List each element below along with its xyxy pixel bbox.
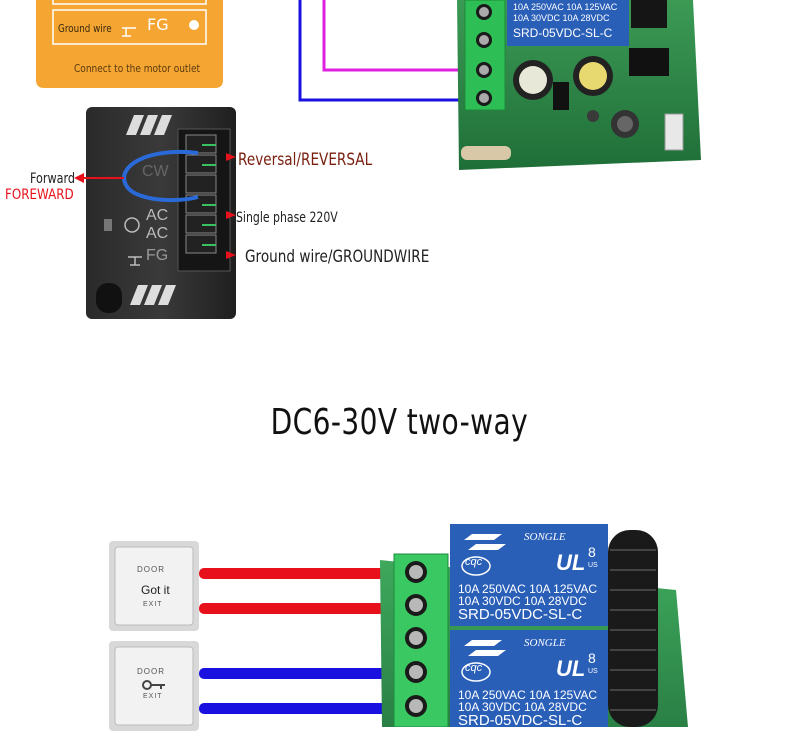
model-2: SRD-05VDC-SL-C (458, 712, 583, 729)
ac-label-2: AC (146, 225, 169, 242)
relay-board-bottom: SONGLE cqc UL 8 US 10A 250VAC 10A 125VAC… (376, 520, 696, 729)
rating-2b: 10A 30VDC 10A 28VDC (458, 700, 587, 714)
door-exit-button-2: DOOR EXIT (109, 641, 199, 731)
ul-label-1: UL (556, 550, 586, 575)
blue-wire (298, 0, 482, 102)
rating-1a: 10A 250VAC 10A 125VAC (458, 582, 597, 596)
forward-label: Forward (30, 171, 76, 187)
relay-board-top: 10A 250VAC 10A 125VAC 10A 30VDC 10A 28VD… (453, 0, 713, 178)
exit-label-1: EXIT (143, 601, 163, 608)
door-exit-button-1: DOOR Got it EXIT (109, 541, 199, 631)
cqc-label-1: cqc (465, 556, 483, 568)
fg-label: FG (147, 15, 169, 34)
ul-label-2: UL (556, 656, 586, 681)
single-phase-label: Single phase 220V (236, 210, 338, 226)
cqc-label-2: cqc (465, 662, 483, 674)
door-label-2: DOOR (137, 667, 165, 676)
us-label-2: US (588, 668, 598, 675)
ground-wire-label: Ground wire (58, 22, 112, 35)
eight-label-1: 8 (588, 544, 596, 560)
relay-rating-2: 10A 30VDC 10A 28VDC (513, 13, 610, 23)
door-label-1: DOOR (137, 565, 165, 574)
key-icon (142, 680, 165, 690)
magenta-wire (322, 0, 482, 72)
foreward-label: FOREWARD (5, 187, 74, 203)
reversal-label: Reversal/REVERSAL (238, 150, 373, 170)
rating-1b: 10A 30VDC 10A 28VDC (458, 594, 587, 608)
got-it-label: Got it (141, 583, 170, 597)
relay-model: SRD-05VDC-SL-C (513, 26, 613, 40)
motor-module: CW AC AC FG (86, 107, 236, 319)
songle-label-2: SONGLE (524, 637, 566, 649)
forward-arrow (74, 173, 124, 183)
ground-wire-module-label: Ground wire/GROUNDWIRE (245, 247, 430, 267)
fg-label-module: FG (146, 247, 169, 264)
relay-rating-1: 10A 250VAC 10A 125VAC (513, 2, 618, 12)
eight-label-2: 8 (588, 650, 596, 666)
model-1: SRD-05VDC-SL-C (458, 606, 583, 623)
rating-2a: 10A 250VAC 10A 125VAC (458, 688, 597, 702)
songle-label-1: SONGLE (524, 531, 566, 543)
cw-label: CW (142, 163, 169, 180)
section-title: DC6-30V two-way (270, 402, 529, 443)
connect-note: Connect to the motor outlet (74, 62, 201, 75)
us-label-1: US (588, 562, 598, 569)
exit-label-2: EXIT (143, 693, 163, 700)
bottom-wires (199, 568, 417, 714)
motor-outlet-panel: Ground wire FG Connect to the motor outl… (36, 0, 223, 88)
ac-label-1: AC (146, 207, 169, 224)
